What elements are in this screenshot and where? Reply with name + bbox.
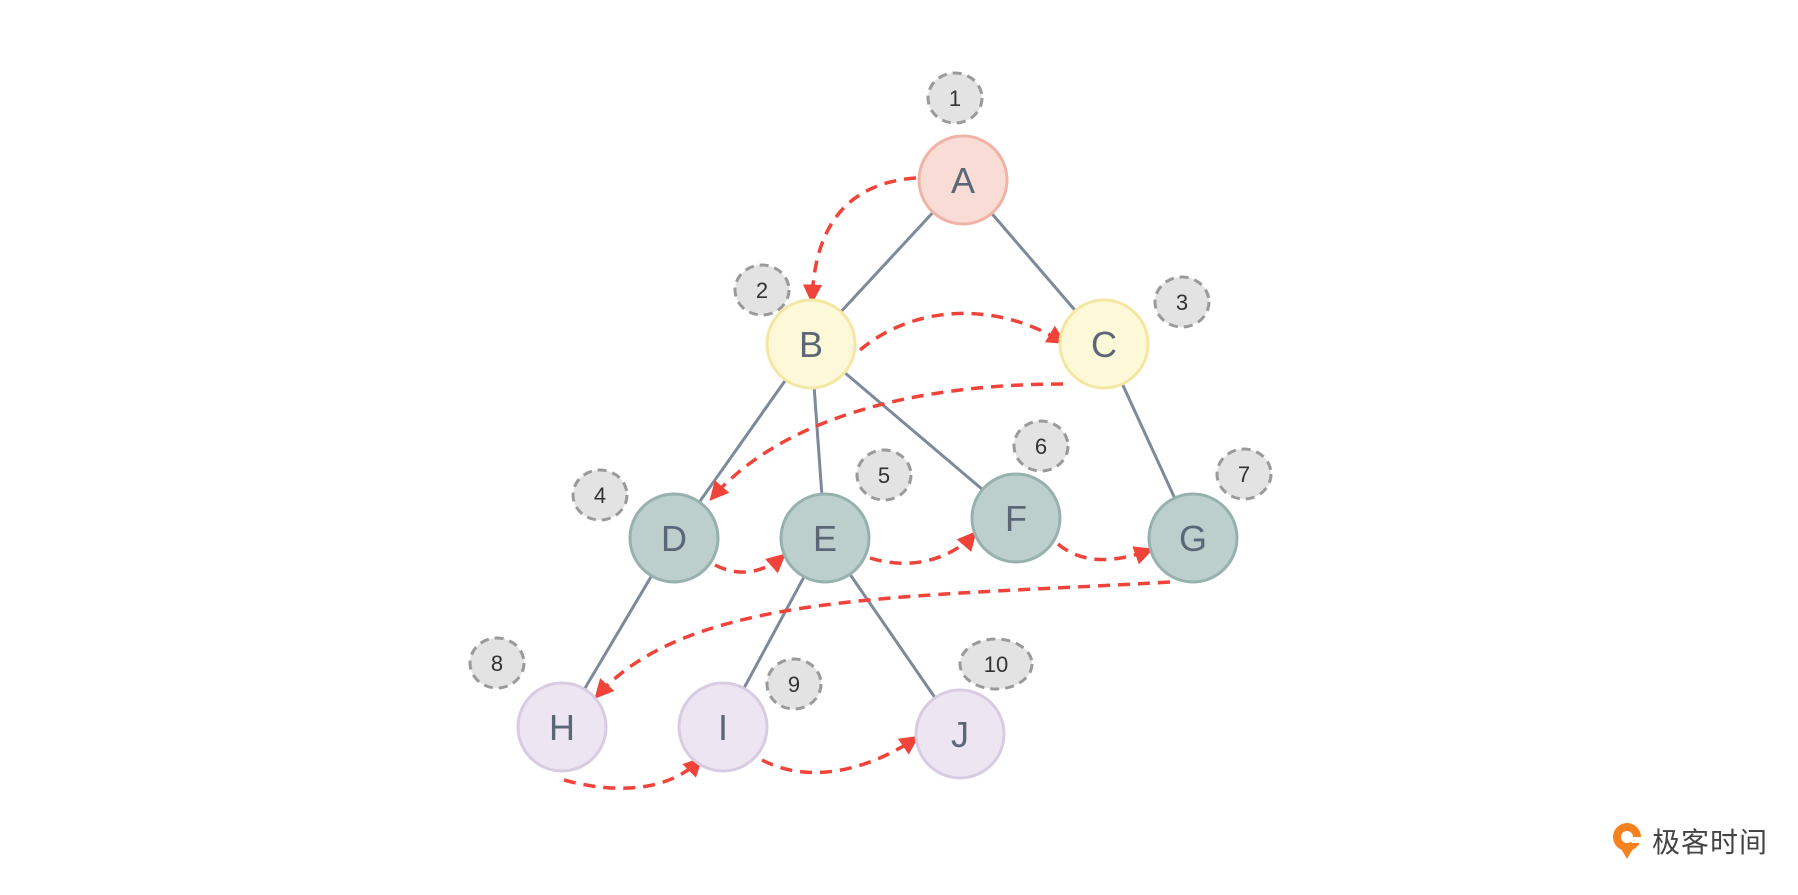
node-label: A [951,160,975,201]
tree-edge-d-h [583,575,653,690]
visit-order-number: 7 [1238,462,1250,487]
traversal-arrow-a-b [802,176,917,304]
traversal-arrow-f-g [1056,542,1154,565]
visit-order-number: 4 [594,483,606,508]
traversal-arrows [563,176,1171,791]
visit-order-badge: 10 [958,637,1034,691]
node-label: C [1091,324,1117,365]
visit-order-badge: 9 [765,657,823,711]
visit-order-badge: 7 [1215,447,1273,501]
node-label: I [718,707,728,748]
tree-node-b: B [765,298,857,390]
visit-order-badge: 6 [1012,419,1070,473]
visit-order-number: 5 [878,463,890,488]
traversal-arrow-g-h [594,580,1171,699]
node-circle [1147,492,1239,584]
tree-node-j: J [914,688,1006,780]
badge-shape [958,637,1034,691]
tree-nodes: A B C D E F G H I J [516,134,1239,780]
tree-edges [583,211,1177,699]
tree-node-c: C [1058,298,1150,390]
visit-order-number: 6 [1035,434,1047,459]
badge-shape [468,636,526,690]
geektime-logo-icon [1612,823,1641,859]
node-label: B [799,324,823,365]
tree-node-g: G [1147,492,1239,584]
visit-order-number: 9 [788,672,800,697]
tree-node-f: F [970,472,1062,564]
visit-order-badge: 4 [571,468,629,522]
brand-text: 极客时间 [1651,826,1768,859]
tree-node-d: D [628,492,720,584]
node-label: F [1005,498,1027,539]
traversal-arrow-i-j [761,735,920,775]
badge-shape [926,71,984,125]
node-circle [970,472,1062,564]
node-label: E [813,518,837,559]
tree-edge-b-d [698,379,787,503]
visit-order-badges: 1 2 3 4 5 6 7 8 9 10 [468,71,1273,711]
badge-shape [733,263,791,317]
traversal-arrow-c-d [709,382,1064,501]
traversal-arrow-h-i [563,757,703,791]
traversal-arrow-b-c [858,311,1067,352]
badge-shape [765,657,823,711]
node-label: D [661,518,687,559]
node-label: J [951,714,969,755]
tree-edge-e-i [742,576,806,689]
node-label: G [1179,518,1207,559]
visit-order-number: 1 [949,86,961,111]
node-circle [628,492,720,584]
visit-order-badge: 2 [733,263,791,317]
tree-edge-a-c [990,212,1077,312]
tree-edge-e-j [848,573,937,699]
badge-shape [1153,275,1211,329]
badge-shape [571,468,629,522]
node-circle [917,134,1009,226]
visit-order-badge: 8 [468,636,526,690]
badge-shape [855,448,913,502]
tree-node-h: H [516,681,608,773]
traversal-arrow-e-f [869,531,977,565]
visit-order-badge: 5 [855,448,913,502]
tree-node-a: A [917,134,1009,226]
badge-shape [1012,419,1070,473]
node-circle [765,298,857,390]
node-circle [779,492,871,584]
tree-edge-a-b [839,211,935,313]
tree-edge-b-f [843,371,984,491]
tree-edge-b-e [812,387,824,495]
brand-logo: 极客时间 [1610,821,1768,861]
tree-node-i: I [677,681,769,773]
visit-order-number: 2 [756,278,768,303]
node-circle [914,688,1006,780]
tree-edge-c-g [1120,383,1177,499]
node-circle [1058,298,1150,390]
node-circle [677,681,769,773]
visit-order-badge: 3 [1153,275,1211,329]
visit-order-number: 10 [984,652,1008,677]
tree-node-e: E [779,492,871,584]
traversal-arrow-d-e [714,553,786,574]
visit-order-number: 3 [1176,290,1188,315]
visit-order-badge: 1 [926,71,984,125]
badge-shape [1215,447,1273,501]
node-circle [516,681,608,773]
visit-order-number: 8 [491,651,503,676]
node-label: H [549,707,575,748]
